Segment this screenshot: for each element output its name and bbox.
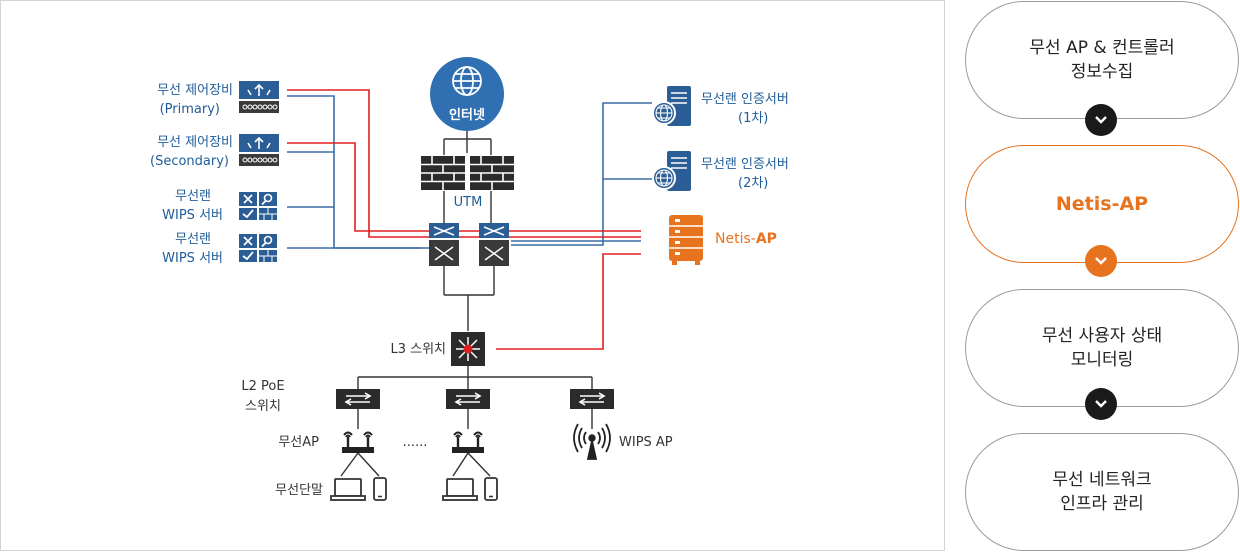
wireless-ap-label: 무선AP	[278, 435, 319, 450]
netis-ap-label: Netis-AP	[715, 231, 777, 247]
wips-server-1: 무선랜 WIPS 서버	[162, 189, 278, 223]
wips-server-2: 무선랜 WIPS 서버	[162, 232, 278, 266]
switch-icon	[335, 388, 381, 410]
utm-label: UTM	[454, 195, 483, 210]
router-icon	[429, 223, 459, 266]
internet-circle	[430, 57, 504, 131]
auth-server-1: 무선랜 인증서버 (1차)	[652, 85, 789, 127]
auth1-sublabel: (1차)	[738, 111, 768, 126]
step-label: 무선 사용자 상태 모니터링	[1041, 326, 1163, 370]
laptop-icon	[442, 478, 478, 501]
switch-icon	[445, 388, 491, 410]
ctrl-secondary-label: 무선 제어장비	[157, 135, 233, 150]
chevron-down-icon	[1085, 104, 1117, 136]
wireless-terminal-label: 무선단말	[275, 483, 323, 498]
netis-ap-node: Netis-AP	[669, 215, 777, 265]
laptop-icon	[330, 478, 366, 501]
server-icon	[652, 85, 692, 127]
network-diagram: 인터넷 UTM 무선 제어장비 (Primary) 무선 제어장비 (Secon…	[0, 0, 945, 551]
access-points: 무선AP ...... WIPS AP	[278, 423, 673, 460]
wips-server-icon	[238, 191, 278, 221]
switch-icon	[451, 332, 485, 366]
wireless-terminals: 무선단말	[275, 477, 498, 501]
internet-node: 인터넷	[430, 57, 504, 131]
phone-icon	[373, 477, 387, 501]
phone-icon	[484, 477, 498, 501]
step-label: Netis-AP	[1055, 193, 1149, 215]
auth2-sublabel: (2차)	[738, 176, 768, 191]
wlan-controller-primary: 무선 제어장비 (Primary)	[157, 80, 280, 117]
antenna-icon	[573, 423, 611, 460]
netis-ap-icon	[669, 215, 703, 265]
wlan-controller-icon	[238, 133, 280, 167]
globe-icon	[452, 66, 482, 96]
ctrl-primary-sublabel: (Primary)	[160, 102, 220, 117]
firewall-icon	[420, 155, 466, 191]
core-devices	[429, 223, 509, 266]
router-icon	[479, 223, 509, 266]
l2-switch-label: L2 PoE	[241, 379, 284, 394]
auth2-label: 무선랜 인증서버	[701, 157, 789, 172]
step-collect-info: 무선 AP & 컨트롤러 정보수집	[965, 1, 1239, 119]
l2-switch-sublabel: 스위치	[245, 399, 281, 414]
step-label: 무선 AP & 컨트롤러 정보수집	[1029, 38, 1175, 82]
auth1-label: 무선랜 인증서버	[701, 92, 789, 107]
l3-switch-label: L3 스위치	[390, 342, 446, 357]
ctrl-primary-label: 무선 제어장비	[157, 83, 233, 98]
firewall-icon	[469, 155, 515, 191]
wips-ap-label: WIPS AP	[619, 435, 673, 450]
access-point-icon	[450, 431, 486, 455]
chevron-down-icon	[1085, 388, 1117, 420]
wlan-controller-secondary: 무선 제어장비 (Secondary)	[150, 133, 280, 169]
ctrl-secondary-sublabel: (Secondary)	[150, 154, 229, 169]
chevron-down-icon	[1085, 245, 1117, 277]
wlan-controller-icon	[238, 80, 280, 114]
wips2-sublabel: WIPS 서버	[162, 251, 223, 266]
step-user-monitoring: 무선 사용자 상태 모니터링	[965, 289, 1239, 407]
diagram-canvas: 인터넷 UTM 무선 제어장비 (Primary) 무선 제어장비 (Secon…	[150, 57, 789, 501]
switch-icon	[569, 388, 615, 410]
wips1-label: 무선랜	[175, 189, 211, 204]
auth-server-2: 무선랜 인증서버 (2차)	[652, 150, 789, 192]
internet-label: 인터넷	[449, 107, 485, 123]
l2-switches: L2 PoE 스위치	[241, 379, 615, 414]
utm-firewalls: UTM	[420, 155, 515, 210]
step-infra-management: 무선 네트워크 인프라 관리	[965, 433, 1239, 551]
wips-server-icon	[238, 233, 278, 263]
access-point-icon	[340, 431, 376, 455]
l3-switch: L3 스위치	[390, 332, 485, 366]
step-label: 무선 네트워크 인프라 관리	[1052, 470, 1152, 514]
connection-lines	[287, 89, 652, 477]
wips1-sublabel: WIPS 서버	[162, 208, 223, 223]
wips2-label: 무선랜	[175, 232, 211, 247]
ellipsis-label: ......	[403, 435, 428, 450]
server-icon	[652, 150, 692, 192]
